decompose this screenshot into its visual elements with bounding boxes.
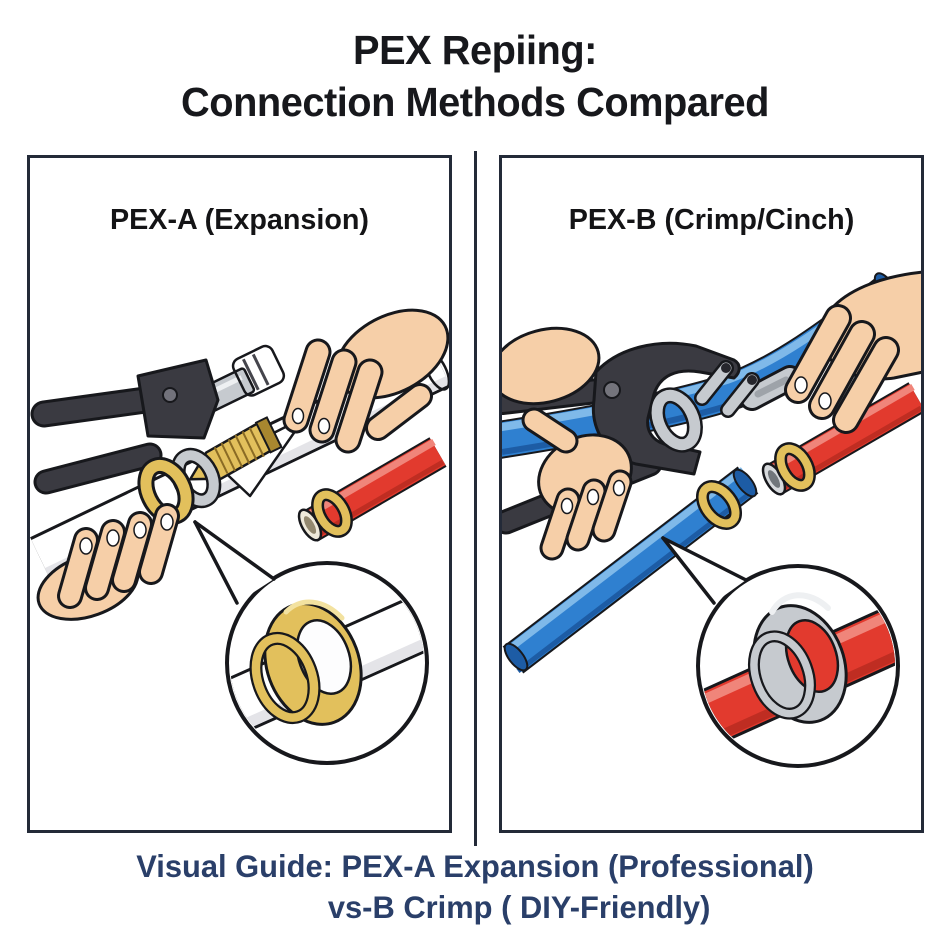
callout-wedge-right [663,538,746,603]
page-title-line1: PEX Repiing: [353,27,597,73]
fingernail [79,537,93,555]
pex-b-illustration [502,270,921,768]
page-title-line2: Connection Methods Compared [181,79,769,125]
fingernail [818,392,832,410]
left-hand-on-tool [502,326,633,561]
panel-header-pex-b: PEX-B (Crimp/Cinch) [568,204,855,236]
callout-wedge-left [195,522,274,603]
red-pex-pipe [297,437,447,542]
right-hand-holding-pipe [784,270,921,434]
fingernail [794,376,808,394]
right-hand-holding-pipe [282,308,449,454]
pex-a-illustration [30,308,449,765]
fingernail [612,479,626,497]
blue-pex-pipe-lower [502,466,759,674]
panel-pex-b: PEX-B (Crimp/Cinch) [499,155,924,833]
left-hand-gripping [36,503,180,621]
bottom-caption: Visual Guide: PEX-A Expansion (Professio… [10,846,941,928]
caption-line2: vs-B Crimp ( DIY-Friendly) [327,889,711,925]
panel-pex-a: PEX-A (Expansion) [27,155,452,833]
expansion-ring-detail [230,591,424,739]
panel-divider [474,151,477,846]
panel-header-pex-a: PEX-A (Expansion) [110,204,369,236]
fingernail [291,407,305,425]
fingernail [133,521,147,539]
expansion-tool [30,358,220,495]
fingernail [106,529,120,547]
caption-line1: Visual Guide: PEX-A Expansion (Professio… [136,848,814,884]
brass-expansion-ring [137,447,222,526]
fingernail [586,488,600,506]
fingernail [560,497,574,515]
fingernail [317,417,331,435]
crimp-ring-detail [701,592,895,749]
expander-knob [231,344,286,397]
red-pex-pipe [761,382,921,496]
fingernail [160,513,174,531]
page-title: PEX Repiing: Connection Methods Compared [14,24,936,128]
